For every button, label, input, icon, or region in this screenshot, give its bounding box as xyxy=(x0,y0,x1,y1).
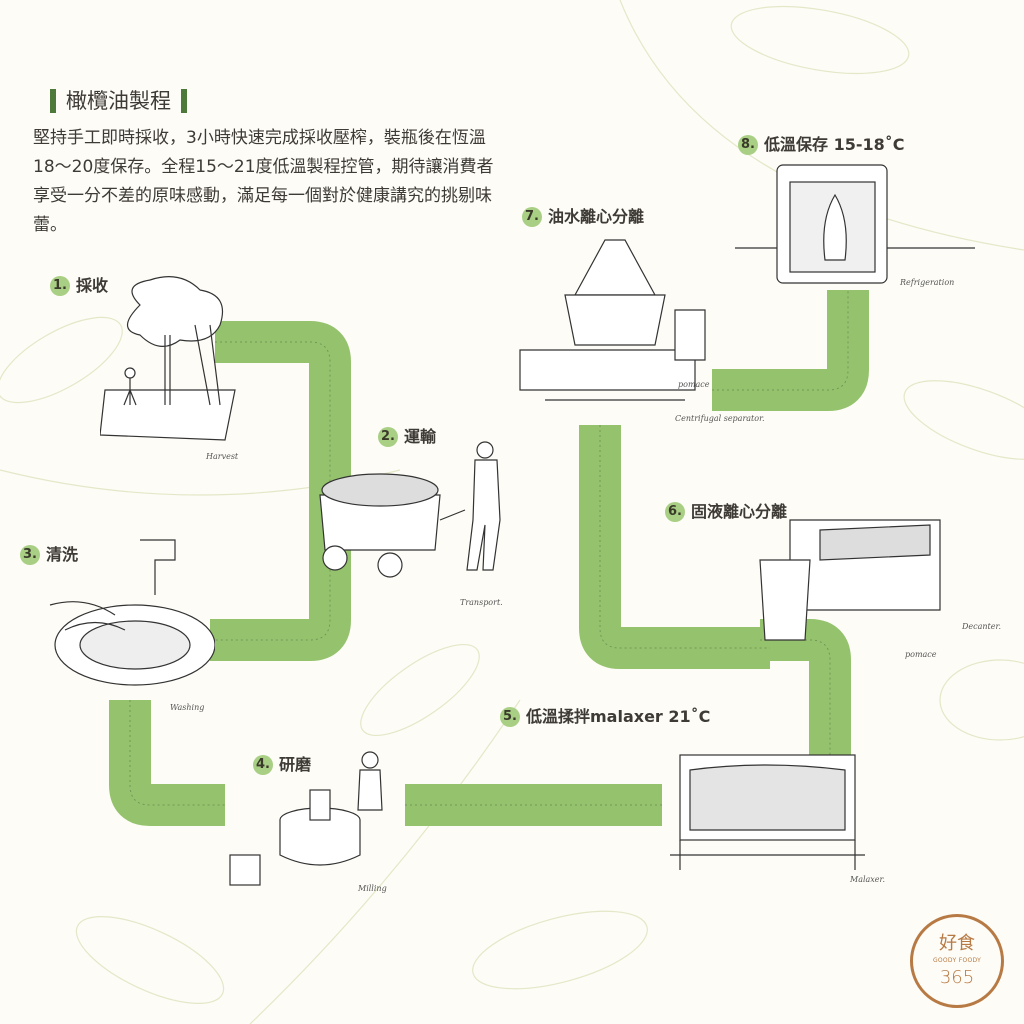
malaxer-illustration xyxy=(670,754,865,870)
step-decanter: 6. 固液離心分離 xyxy=(665,502,787,522)
decanter-illustration xyxy=(759,519,941,641)
milling-caption: Milling xyxy=(358,884,387,893)
step-label: 油水離心分離 xyxy=(548,207,645,226)
washing-illustration xyxy=(49,539,215,686)
step-number-badge: 1. xyxy=(50,276,70,296)
step-label: 運輸 xyxy=(404,427,437,446)
logo-english: GOODY FOODY xyxy=(932,957,982,964)
centrifugal-separator-illustration xyxy=(519,239,706,401)
step-transport: 2. 運輸 xyxy=(378,427,436,447)
step-label: 研磨 xyxy=(279,755,312,774)
washing-caption: Washing xyxy=(170,703,205,712)
harvest-illustration xyxy=(100,276,236,441)
step-number-badge: 5. xyxy=(500,707,520,727)
path-segment-7-8 xyxy=(712,290,869,411)
step-label: 低溫保存 15-18˚C xyxy=(764,135,905,154)
intro-paragraph: 堅持手工即時採收，3小時快速完成採收壓榨，裝瓶後在恆溫18～20度保存。全程15… xyxy=(33,128,494,235)
milling-illustration xyxy=(229,751,383,886)
page-title-text: 橄欖油製程 xyxy=(66,89,171,113)
separator-pomace-caption: pomace xyxy=(678,380,710,389)
logo-number: 365 xyxy=(939,967,975,988)
step-number-badge: 4. xyxy=(253,755,273,775)
goody-foody-365-logo: 好食 GOODY FOODY 365 xyxy=(910,914,1004,1008)
page-title: 橄欖油製程 xyxy=(50,88,187,114)
step-refrigeration: 8. 低溫保存 15-18˚C xyxy=(738,135,905,155)
step-number-badge: 7. xyxy=(522,207,542,227)
step-washing: 3. 清洗 xyxy=(20,545,78,565)
step-number-badge: 8. xyxy=(738,135,758,155)
decanter-caption: Decanter. xyxy=(962,622,1001,631)
transport-illustration xyxy=(319,441,501,578)
separator-caption: Centrifugal separator. xyxy=(675,414,765,423)
step-label: 固液離心分離 xyxy=(691,502,788,521)
malaxer-caption: Malaxer. xyxy=(850,875,886,884)
path-segment-3-4 xyxy=(109,700,225,826)
harvest-caption: Harvest xyxy=(206,452,239,461)
logo-chinese: 好食 xyxy=(939,933,975,954)
step-number-badge: 6. xyxy=(665,502,685,522)
step-number-badge: 3. xyxy=(20,545,40,565)
path-segment-6-7 xyxy=(579,425,770,669)
step-label: 採收 xyxy=(76,276,109,295)
step-separator: 7. 油水離心分離 xyxy=(522,207,644,227)
title-bar-right xyxy=(181,89,187,113)
step-label: 低溫揉拌malaxer 21˚C xyxy=(526,707,711,726)
step-harvest: 1. 採收 xyxy=(50,276,108,296)
decanter-pomace-caption: pomace xyxy=(905,650,937,659)
step-malaxer: 5. 低溫揉拌malaxer 21˚C xyxy=(500,707,710,727)
title-bar-left xyxy=(50,89,56,113)
step-milling: 4. 研磨 xyxy=(253,755,311,775)
transport-caption: Transport. xyxy=(460,598,503,607)
refrigerator-illustration xyxy=(735,164,975,284)
step-number-badge: 2. xyxy=(378,427,398,447)
refrigeration-caption: Refrigeration xyxy=(900,278,955,287)
step-label: 清洗 xyxy=(46,545,79,564)
